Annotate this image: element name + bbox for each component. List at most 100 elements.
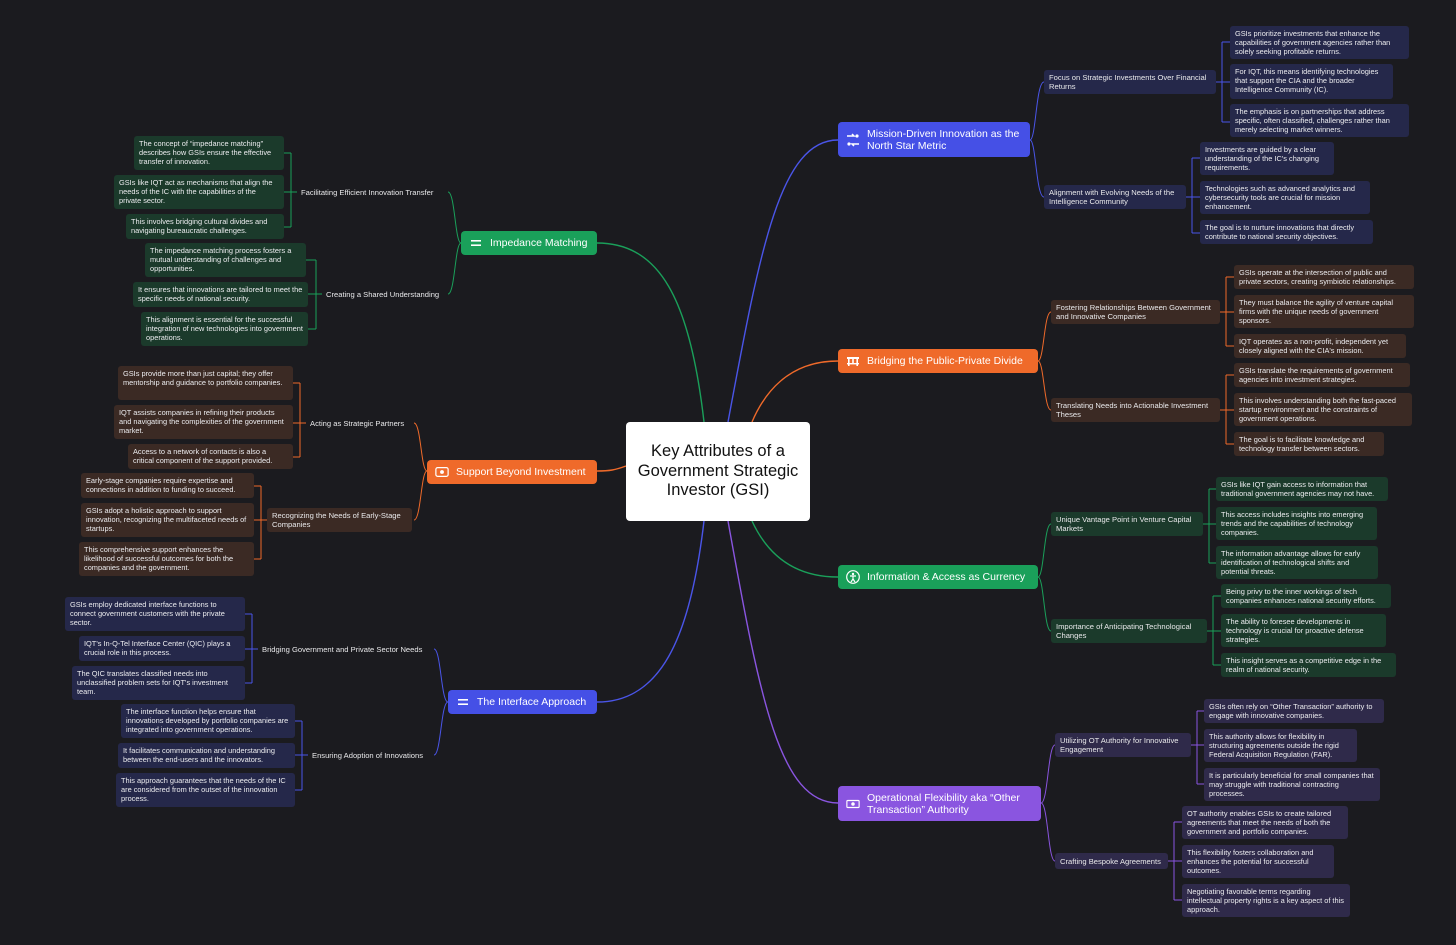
connector-center-interface: [596, 520, 705, 703]
subtopic-label: Bridging Government and Private Sector N…: [262, 644, 423, 654]
leaf-information-2-2[interactable]: The ability to foresee developments in t…: [1221, 614, 1386, 647]
leaf-bridging-2-3[interactable]: The goal is to facilitate knowledge and …: [1234, 432, 1384, 456]
leaf-impedance-1-2[interactable]: GSIs like IQT act as mechanisms that ali…: [114, 175, 284, 209]
subtopic-label: Focus on Strategic Investments Over Fina…: [1049, 73, 1207, 91]
leaf-bridging-2-1[interactable]: GSIs translate the requirements of gover…: [1234, 363, 1410, 387]
leaf-support-2-2[interactable]: GSIs adopt a holistic approach to suppor…: [81, 503, 254, 537]
subtopic-operational-2[interactable]: Crafting Bespoke Agreements: [1055, 853, 1168, 869]
connector-center-support: [596, 465, 627, 472]
topic-information[interactable]: Information & Access as Currency: [838, 565, 1038, 589]
subtopic-bridging-1[interactable]: Fostering Relationships Between Governme…: [1051, 300, 1220, 324]
subtopic-mission-2[interactable]: Alignment with Evolving Needs of the Int…: [1044, 185, 1186, 209]
leaf-mission-2-1[interactable]: Investments are guided by a clear unders…: [1200, 142, 1334, 175]
leaf-operational-2-1[interactable]: OT authority enables GSIs to create tail…: [1182, 806, 1348, 839]
support-icon: [435, 465, 449, 479]
leaf-bridging-1-1[interactable]: GSIs operate at the intersection of publ…: [1234, 265, 1414, 289]
subtopic-label: Ensuring Adoption of Innovations: [312, 750, 424, 760]
subtopic-bridging-2[interactable]: Translating Needs into Actionable Invest…: [1051, 398, 1220, 422]
leaf-mission-1-3[interactable]: The emphasis is on partnerships that add…: [1230, 104, 1409, 137]
leaf-bridging-2-2[interactable]: This involves understanding both the fas…: [1234, 393, 1412, 426]
leaf-impedance-2-2[interactable]: It ensures that innovations are tailored…: [133, 282, 308, 307]
leaf-mission-1-2[interactable]: For IQT, this means identifying technolo…: [1230, 64, 1393, 99]
flow-icon: [846, 132, 860, 147]
subtopic-interface-1[interactable]: Bridging Government and Private Sector N…: [258, 642, 434, 656]
leaf-impedance-2-1[interactable]: The impedance matching process fosters a…: [145, 243, 306, 277]
leaf-impedance-1-3[interactable]: This involves bridging cultural divides …: [126, 214, 284, 239]
leaf-interface-2-1[interactable]: The interface function helps ensure that…: [121, 704, 295, 738]
topic-mission[interactable]: Mission-Driven Innovation as the North S…: [838, 122, 1030, 157]
topic-interface-label: The Interface Approach: [477, 696, 587, 708]
subtopic-interface-2[interactable]: Ensuring Adoption of Innovations: [308, 748, 434, 762]
subtopic-mission-1[interactable]: Focus on Strategic Investments Over Fina…: [1044, 70, 1216, 94]
topic-bridging[interactable]: Bridging the Public-Private Divide: [838, 349, 1038, 373]
leaf-support-1-3[interactable]: Access to a network of contacts is also …: [128, 444, 293, 469]
connector-center-bridging: [751, 360, 839, 423]
subtopic-impedance-1[interactable]: Facilitating Efficient Innovation Transf…: [297, 185, 448, 199]
leaf-information-1-2[interactable]: This access includes insights into emerg…: [1216, 507, 1377, 540]
topic-impedance-label: Impedance Matching: [490, 237, 588, 249]
subtopic-label: Recognizing the Needs of Early-Stage Com…: [272, 511, 401, 529]
leaf-interface-2-2[interactable]: It facilitates communication and underst…: [118, 743, 295, 768]
topic-mission-label: Mission-Driven Innovation as the North S…: [867, 127, 1020, 152]
subtopic-label: Acting as Strategic Partners: [310, 418, 405, 428]
central-topic[interactable]: Key Attributes of a Government Strategic…: [626, 422, 810, 521]
leaf-information-1-3[interactable]: The information advantage allows for ear…: [1216, 546, 1378, 579]
topic-support[interactable]: Support Beyond Investment: [427, 460, 597, 484]
topic-support-label: Support Beyond Investment: [456, 466, 586, 478]
topic-impedance[interactable]: Impedance Matching: [461, 231, 597, 255]
connector-center-operational: [727, 520, 839, 804]
equals-icon: [469, 236, 483, 250]
subtopic-operational-1[interactable]: Utilizing OT Authority for Innovative En…: [1055, 733, 1191, 757]
leaf-support-2-1[interactable]: Early-stage companies require expertise …: [81, 473, 254, 498]
leaf-operational-1-2[interactable]: This authority allows for flexibility in…: [1204, 729, 1357, 762]
leaf-information-1-1[interactable]: GSIs like IQT gain access to information…: [1216, 477, 1388, 501]
bridge-icon: [846, 354, 860, 368]
leaf-information-2-3[interactable]: This insight serves as a competitive edg…: [1221, 653, 1396, 677]
subtopic-label: Creating a Shared Understanding: [326, 289, 440, 299]
subtopic-label: Importance of Anticipating Technological…: [1056, 622, 1192, 640]
subtopic-label: Utilizing OT Authority for Innovative En…: [1060, 736, 1179, 754]
equals-icon: [456, 695, 470, 709]
central-topic-title: Key Attributes of a Government Strategic…: [637, 442, 799, 500]
subtopic-label: Unique Vantage Point in Venture Capital …: [1056, 515, 1192, 533]
leaf-interface-1-2[interactable]: IQT's In-Q-Tel Interface Center (QIC) pl…: [79, 636, 245, 661]
subtopic-information-1[interactable]: Unique Vantage Point in Venture Capital …: [1051, 512, 1203, 536]
leaf-bridging-1-2[interactable]: They must balance the agility of venture…: [1234, 295, 1414, 328]
leaf-impedance-2-3[interactable]: This alignment is essential for the succ…: [141, 312, 308, 346]
leaf-impedance-1-1[interactable]: The concept of “impedance matching” desc…: [134, 136, 284, 170]
leaf-operational-1-1[interactable]: GSIs often rely on “Other Transaction” a…: [1204, 699, 1384, 723]
connector-center-mission: [727, 139, 839, 423]
leaf-mission-2-2[interactable]: Technologies such as advanced analytics …: [1200, 181, 1370, 214]
topic-operational-label: Operational Flexibility aka “Other Trans…: [867, 791, 1020, 816]
person-icon: [846, 570, 860, 584]
connector-center-information: [751, 520, 839, 578]
subtopic-label: Fostering Relationships Between Governme…: [1056, 303, 1211, 321]
subtopic-label: Crafting Bespoke Agreements: [1060, 856, 1161, 866]
leaf-mission-1-1[interactable]: GSIs prioritize investments that enhance…: [1230, 26, 1409, 59]
topic-information-label: Information & Access as Currency: [867, 571, 1026, 583]
money-icon: [846, 797, 860, 811]
subtopic-label: Translating Needs into Actionable Invest…: [1056, 401, 1209, 419]
topic-bridging-label: Bridging the Public-Private Divide: [867, 355, 1023, 367]
subtopic-support-2[interactable]: Recognizing the Needs of Early-Stage Com…: [267, 508, 412, 532]
leaf-operational-2-2[interactable]: This flexibility fosters collaboration a…: [1182, 845, 1334, 878]
leaf-operational-2-3[interactable]: Negotiating favorable terms regarding in…: [1182, 884, 1350, 917]
subtopic-label: Facilitating Efficient Innovation Transf…: [301, 187, 434, 197]
leaf-support-2-3[interactable]: This comprehensive support enhances the …: [79, 542, 254, 576]
leaf-interface-1-3[interactable]: The QIC translates classified needs into…: [72, 666, 245, 700]
leaf-interface-2-3[interactable]: This approach guarantees that the needs …: [116, 773, 295, 807]
subtopic-support-1[interactable]: Acting as Strategic Partners: [306, 416, 414, 430]
connector-center-impedance: [596, 242, 705, 423]
leaf-support-1-1[interactable]: GSIs provide more than just capital; the…: [118, 366, 293, 400]
topic-interface[interactable]: The Interface Approach: [448, 690, 597, 714]
subtopic-impedance-2[interactable]: Creating a Shared Understanding: [322, 287, 448, 301]
leaf-mission-2-3[interactable]: The goal is to nurture innovations that …: [1200, 220, 1373, 244]
leaf-information-2-1[interactable]: Being privy to the inner workings of tec…: [1221, 584, 1391, 608]
leaf-bridging-1-3[interactable]: IQT operates as a non-profit, independen…: [1234, 334, 1406, 358]
leaf-interface-1-1[interactable]: GSIs employ dedicated interface function…: [65, 597, 245, 631]
subtopic-information-2[interactable]: Importance of Anticipating Technological…: [1051, 619, 1207, 643]
leaf-operational-1-3[interactable]: It is particularly beneficial for small …: [1204, 768, 1380, 801]
leaf-support-1-2[interactable]: IQT assists companies in refining their …: [114, 405, 293, 439]
topic-operational[interactable]: Operational Flexibility aka “Other Trans…: [838, 786, 1041, 821]
